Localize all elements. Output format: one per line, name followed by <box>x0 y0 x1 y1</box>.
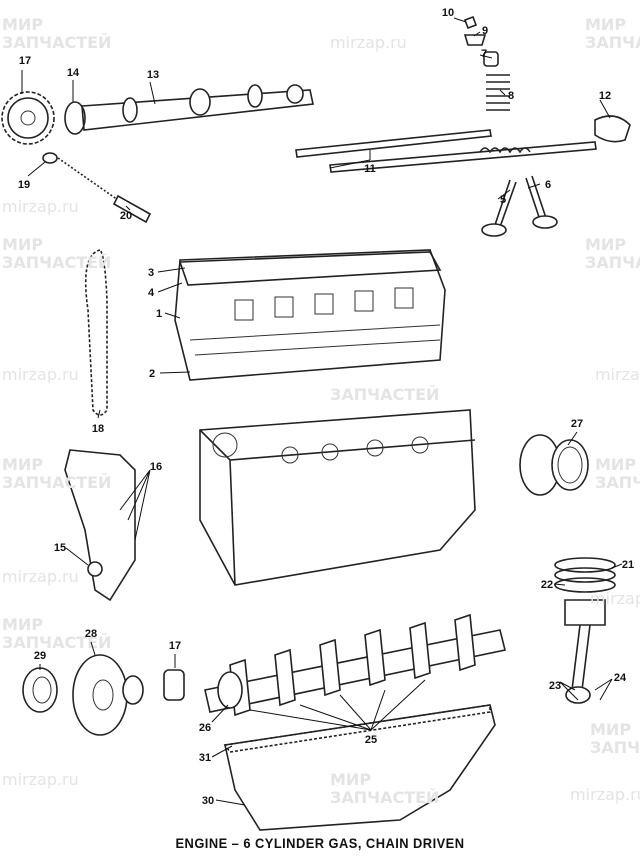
callout-6: 6 <box>545 179 551 191</box>
callout-28: 28 <box>85 628 97 640</box>
watermark-text: МИР <box>585 15 626 34</box>
crank-sprocket <box>163 669 185 701</box>
camshaft-sprocket <box>1 91 55 145</box>
watermark-text: МИР <box>2 235 43 254</box>
callout-1: 1 <box>156 308 162 320</box>
vibration-damper <box>72 654 144 736</box>
watermark-url: mirzap.ru <box>2 567 79 586</box>
callout-29: 29 <box>34 650 46 662</box>
watermark-text: МИР <box>585 235 626 254</box>
watermark-url: mirzap.ru <box>2 770 79 789</box>
leader-lines <box>21 17 623 806</box>
chain-tensioner <box>42 152 152 224</box>
watermark-text: МИР <box>2 455 43 474</box>
watermark-text: ЗАПЧАСТЕЙ <box>585 253 640 272</box>
oil-seal <box>87 561 103 577</box>
callout-15: 15 <box>54 542 66 554</box>
watermark-text: ЗАПЧАСТЕЙ <box>590 738 640 757</box>
watermark-text: ЗАПЧАСТЕЙ <box>2 33 111 52</box>
callout-26: 26 <box>199 722 211 734</box>
watermark-url: mirzap.ru <box>570 785 640 804</box>
callout-10: 10 <box>442 7 454 19</box>
watermark-url: mirzap.ru <box>2 197 79 216</box>
watermark-url: mirzap.ru <box>2 365 79 384</box>
watermark-text: ЗАПЧАСТЕЙ <box>585 33 640 52</box>
callout-27: 27 <box>571 418 583 430</box>
oil-pan <box>223 704 496 831</box>
engine-block <box>199 409 476 586</box>
callout-13: 13 <box>147 69 159 81</box>
watermark-text: МИР <box>590 720 631 739</box>
callout-17-bottom: 17 <box>169 640 181 652</box>
callout-7: 7 <box>481 48 487 60</box>
rear-main-seal <box>519 434 589 496</box>
callout-8: 8 <box>508 90 514 102</box>
front-seal <box>22 667 58 713</box>
timing-cover <box>64 449 136 602</box>
callout-24: 24 <box>614 672 627 684</box>
watermark-url: mirzap.ru <box>590 589 640 608</box>
callout-19: 19 <box>18 179 30 191</box>
callout-22: 22 <box>541 579 553 591</box>
watermark-text: МИР <box>595 455 636 474</box>
callout-5: 5 <box>500 194 506 206</box>
timing-chain <box>84 249 108 416</box>
callout-14: 14 <box>67 67 80 79</box>
watermark-text: МИР <box>2 15 43 34</box>
callout-17-top: 17 <box>19 55 31 67</box>
callout-30: 30 <box>202 795 214 807</box>
watermark-text: ЗАПЧАСТЕЙ <box>2 473 111 492</box>
callout-21: 21 <box>622 559 634 571</box>
callout-9: 9 <box>482 25 488 37</box>
piston-and-rod <box>554 557 616 704</box>
crankshaft <box>204 613 506 717</box>
watermark-text: ЗАПЧАСТЕЙ <box>330 385 439 404</box>
valve-keepers-and-spring <box>463 15 510 111</box>
callout-23: 23 <box>549 680 561 692</box>
camshaft <box>64 84 314 135</box>
rocker-shafts <box>295 129 597 173</box>
rocker-arm <box>594 115 631 143</box>
watermark-text: ЗАПЧАСТЕЙ <box>595 473 640 492</box>
callout-16: 16 <box>150 461 162 473</box>
watermark-text: МИР <box>2 615 43 634</box>
callout-11: 11 <box>364 163 376 175</box>
callout-3: 3 <box>148 267 154 279</box>
callout-25: 25 <box>365 734 377 746</box>
valves <box>481 175 558 237</box>
callout-31: 31 <box>199 752 211 764</box>
watermark-text: ЗАПЧАСТЕЙ <box>2 253 111 272</box>
callout-12: 12 <box>599 90 611 102</box>
callout-18: 18 <box>92 423 104 435</box>
watermark-url: mirzap.ru <box>595 365 640 384</box>
watermark: МИР ЗАПЧАСТЕЙ mirzap.ru МИР ЗАПЧАСТЕЙ mi… <box>2 15 640 807</box>
watermark-text: МИР <box>330 770 371 789</box>
callout-2: 2 <box>149 368 155 380</box>
cylinder-head <box>174 249 446 381</box>
callout-4: 4 <box>148 287 155 299</box>
watermark-url: mirzap.ru <box>330 33 407 52</box>
callout-20: 20 <box>120 210 132 222</box>
watermark-text: ЗАПЧАСТЕЙ <box>330 788 439 807</box>
diagram-caption: ENGINE – 6 CYLINDER GAS, CHAIN DRIVEN <box>175 835 465 851</box>
callout-labels: 10 9 7 8 12 11 6 5 17 14 13 19 20 3 4 1 … <box>18 7 634 807</box>
watermark-text: ЗАПЧАСТЕЙ <box>2 633 111 652</box>
